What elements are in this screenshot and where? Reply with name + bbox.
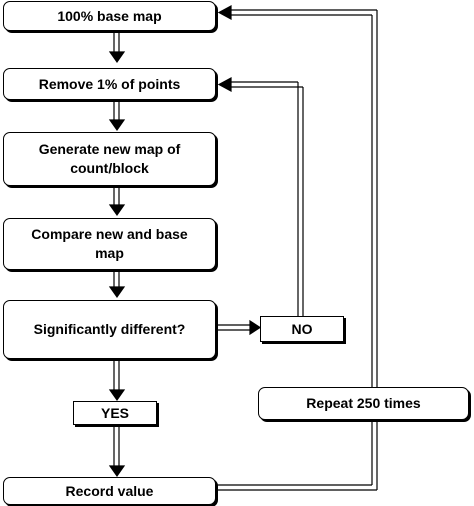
arrow-significant-to-no	[216, 319, 262, 336]
arrow-significant-to-yes	[108, 359, 126, 402]
arrow-compare-to-significant	[108, 270, 126, 299]
node-remove-points-label: Remove 1% of points	[38, 75, 181, 92]
node-generate-map: Generate new map of count/block	[3, 132, 216, 186]
node-base-map: 100% base map	[3, 1, 216, 31]
arrow-generate-to-compare	[108, 186, 126, 217]
node-record-value-label: Record value	[65, 482, 154, 499]
node-compare-maps: Compare new and base map	[3, 218, 216, 270]
node-base-map-label: 100% base map	[57, 7, 162, 24]
arrow-base-to-remove	[108, 31, 126, 64]
node-generate-map-label: Generate new map of count/block	[38, 141, 181, 176]
arrow-remove-to-generate	[108, 100, 126, 132]
node-significant-label: Significantly different?	[33, 321, 186, 337]
node-significant: Significantly different?	[3, 300, 216, 359]
node-remove-points: Remove 1% of points	[3, 68, 216, 100]
node-record-value: Record value	[3, 477, 216, 505]
node-no-label: NO	[291, 320, 313, 337]
arrow-no-loop-to-remove	[217, 76, 304, 316]
node-yes-label: YES	[100, 404, 129, 421]
node-compare-maps-label: Compare new and base map	[31, 226, 188, 261]
node-repeat: Repeat 250 times	[258, 387, 469, 420]
arrow-yes-to-record	[108, 425, 126, 478]
node-no: NO	[260, 316, 344, 342]
node-yes: YES	[73, 401, 157, 425]
node-repeat-label: Repeat 250 times	[306, 395, 421, 411]
